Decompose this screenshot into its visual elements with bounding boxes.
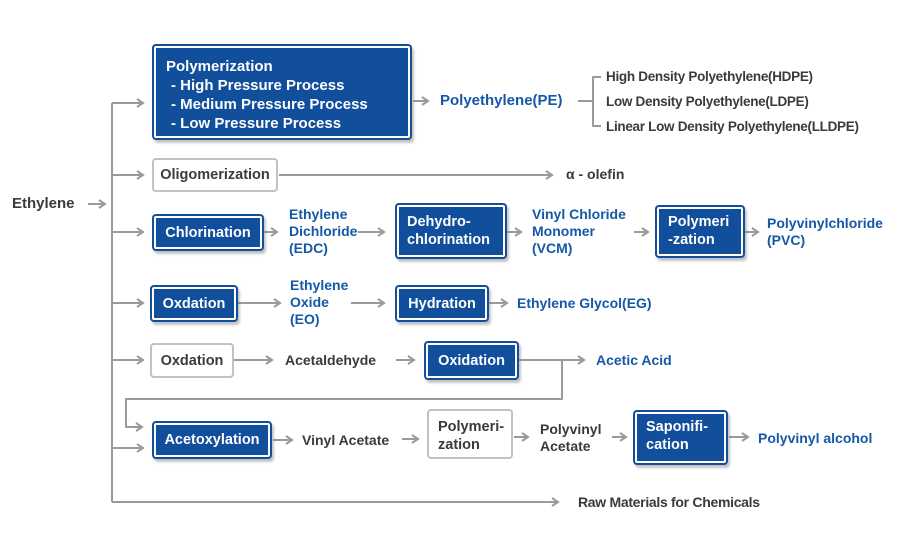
- label-vinyl-acetate: Vinyl Acetate: [302, 432, 390, 448]
- process-box-acetoxylation: Acetoxylation: [152, 421, 272, 459]
- process-box-polymerization-pva: Polymeri- zation: [427, 409, 513, 459]
- label-ldpe: Low Density Polyethylene(LDPE): [606, 94, 809, 109]
- process-box-polymerization-pvc: Polymeri -zation: [655, 205, 745, 258]
- process-label: Acetoxylation: [164, 432, 260, 448]
- process-label: Hydration: [408, 295, 476, 312]
- label-vinyl-chloride-monomer: Vinyl Chloride Monomer (VCM): [532, 206, 626, 256]
- label-polyethylene: Polyethylene(PE): [440, 92, 563, 109]
- wire-acetic-loop-to-acetoxylation: [125, 361, 563, 432]
- label-acetic-acid: Acetic Acid: [596, 352, 672, 368]
- label-polyvinyl-alcohol: Polyvinyl alcohol: [758, 430, 873, 446]
- label-pvc: Polyvinylchloride (PVC): [767, 215, 883, 248]
- root-label-ethylene: Ethylene: [12, 195, 75, 212]
- label-lldpe: Linear Low Density Polyethylene(LLDPE): [606, 119, 859, 134]
- process-box-oligomerization: Oligomerization: [152, 158, 278, 192]
- process-box-hydration: Hydration: [395, 285, 489, 322]
- process-label: Oxdation: [162, 295, 226, 312]
- process-title: Polymerization: [166, 58, 273, 75]
- label-ethylene-dichloride: Ethylene Dichloride (EDC): [289, 206, 358, 256]
- label-alpha-olefin: α - olefin: [566, 166, 625, 182]
- label-ethylene-glycol: Ethylene Glycol(EG): [517, 295, 652, 311]
- process-box-polymerization-pe: Polymerization - High Pressure Process -…: [152, 44, 412, 140]
- process-label: Oxdation: [160, 352, 224, 369]
- process-box-oxdation-eo: Oxdation: [150, 285, 238, 322]
- label-acetaldehyde: Acetaldehyde: [285, 352, 377, 368]
- process-box-saponification: Saponifi- cation: [633, 410, 728, 465]
- process-label: Oligomerization: [160, 167, 270, 183]
- process-label: Oxidation: [438, 352, 505, 369]
- process-label: Chlorination: [165, 224, 251, 241]
- process-sub-item: - High Pressure Process: [171, 77, 345, 94]
- process-box-oxidation-acetic: Oxidation: [424, 341, 519, 380]
- process-box-chlorination: Chlorination: [152, 214, 264, 251]
- process-sub-item: - Medium Pressure Process: [171, 96, 368, 113]
- label-polyvinyl-acetate: Polyvinyl Acetate: [540, 421, 602, 454]
- process-box-dehydrochlorination: Dehydro- chlorination: [395, 203, 507, 259]
- label-raw-materials: Raw Materials for Chemicals: [578, 494, 760, 510]
- label-hdpe: High Density Polyethylene(HDPE): [606, 69, 813, 84]
- wire-pe-grades-bracket: [592, 76, 601, 127]
- label-ethylene-oxide: Ethylene Oxide (EO): [290, 277, 349, 327]
- wire-group: [88, 76, 760, 507]
- process-sub-item: - Low Pressure Process: [171, 115, 342, 132]
- process-box-oxdation-acetaldehyde: Oxdation: [150, 343, 234, 378]
